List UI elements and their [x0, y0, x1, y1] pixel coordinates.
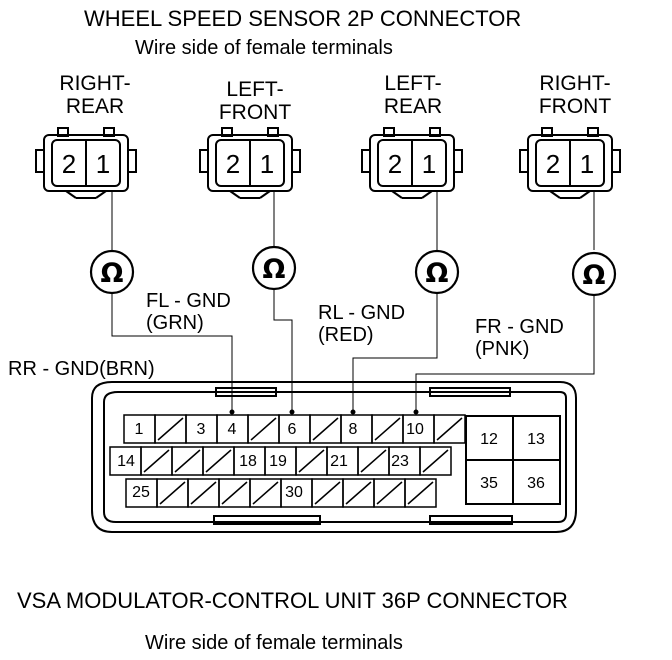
sensor-label-line1: RIGHT-: [539, 72, 611, 95]
modulator-pin: 18: [239, 453, 257, 470]
sensor-label-line2: FRONT: [218, 101, 292, 124]
wire-label-line1: FR - GND: [475, 316, 564, 338]
wire-label-line2: (GRN): [146, 312, 204, 334]
unused-pin-slash: [376, 481, 403, 505]
sensor-label-right-rear: RIGHT- REAR: [40, 72, 150, 118]
unused-pin-slash: [312, 417, 339, 441]
unused-pin-slash: [436, 417, 463, 441]
modulator-pin: 14: [117, 453, 135, 470]
vsa-connector-body: [91, 381, 577, 533]
sensor-label-right-front: RIGHT- FRONT: [515, 72, 635, 118]
sensor-connector-right-front: [519, 127, 621, 199]
pin-cell: [419, 446, 452, 476]
unused-pin-slash: [298, 449, 325, 473]
unused-pin-slash: [314, 481, 341, 505]
wire-label-rr: RR - GND(BRN): [8, 358, 155, 380]
unused-pin-slash: [174, 449, 201, 473]
unused-pin-slash: [422, 449, 449, 473]
wire-label-fr: FR - GND (PNK): [475, 316, 564, 360]
modulator-pin: 35: [480, 475, 498, 492]
unused-pin-slash: [157, 417, 184, 441]
pin-cell: [404, 478, 437, 508]
wire-fr-lower: [415, 296, 595, 412]
sensor-label-line2: REAR: [383, 95, 443, 118]
sensor-label-line1: LEFT-: [384, 72, 442, 95]
sensor-connector-left-front: [199, 127, 301, 199]
sensor-pin-1: 1: [422, 149, 436, 179]
ohmmeter-icon: [414, 249, 460, 295]
wire-label-fl: FL - GND (GRN): [146, 290, 231, 334]
unused-pin-slash: [360, 449, 387, 473]
header-subtitle: Wire side of female terminals: [135, 37, 393, 59]
modulator-pin: 13: [527, 431, 545, 448]
sensor-pin-1: 1: [96, 149, 110, 179]
unused-pin-slash: [250, 417, 277, 441]
footer-subtitle: Wire side of female terminals: [145, 632, 403, 654]
sensor-pin-2: 2: [388, 149, 402, 179]
modulator-pin: 25: [132, 484, 150, 501]
sensor-pin-1: 1: [580, 149, 594, 179]
ohm-symbol: Ω: [263, 254, 286, 285]
wire-label-rl: RL - GND (RED): [318, 302, 405, 346]
modulator-pin: 19: [269, 453, 287, 470]
unused-pin-slash: [374, 417, 401, 441]
sensor-pin-2: 2: [62, 149, 76, 179]
modulator-pin: 23: [391, 453, 409, 470]
probe-point: [413, 409, 419, 415]
probe-point: [229, 409, 235, 415]
probe-point: [350, 409, 356, 415]
unused-pin-slash: [190, 481, 217, 505]
modulator-pin: 12: [480, 431, 498, 448]
sensor-label-left-front: LEFT- FRONT: [200, 78, 310, 124]
modulator-pin: 36: [527, 475, 545, 492]
sensor-connector-right-rear: [35, 127, 137, 199]
unused-pin-slash: [143, 449, 170, 473]
sensor-label-left-rear: LEFT- REAR: [358, 72, 468, 118]
sensor-pin-2: 2: [546, 149, 560, 179]
modulator-pin: 10: [406, 421, 424, 438]
sensor-connector-left-rear: [361, 127, 463, 199]
modulator-pin: 6: [288, 421, 297, 438]
header-title: WHEEL SPEED SENSOR 2P CONNECTOR: [84, 6, 522, 31]
sensor-pin-1: 1: [260, 149, 274, 179]
unused-pin-slash: [407, 481, 434, 505]
sensor-label-line1: RIGHT-: [59, 72, 131, 95]
modulator-pin: 1: [135, 421, 144, 438]
ohm-symbol: Ω: [101, 258, 124, 289]
modulator-pin: 30: [285, 484, 303, 501]
wire-label-line1: RL - GND: [318, 302, 406, 324]
sensor-pin-2: 2: [226, 149, 240, 179]
unused-pin-slash: [345, 481, 372, 505]
modulator-pin: 4: [228, 421, 237, 438]
sensor-label-line2: REAR: [65, 95, 125, 118]
wire-label-line2: (RED): [318, 324, 374, 346]
ohmmeter-icon: [89, 249, 135, 295]
modulator-pin: 8: [349, 421, 358, 438]
modulator-pin: 21: [330, 453, 348, 470]
unused-pin-slash: [252, 481, 279, 505]
wire-fl-lower: [273, 290, 293, 412]
wire-label-line1: FL - GND: [146, 290, 231, 312]
probe-point: [289, 409, 295, 415]
pin-cell: [433, 414, 466, 444]
wire-rl-lower: [352, 294, 438, 412]
sensor-label-line2: FRONT: [538, 95, 612, 118]
ohm-symbol: Ω: [426, 258, 449, 289]
footer-title: VSA MODULATOR-CONTROL UNIT 36P CONNECTOR: [17, 588, 568, 613]
unused-pin-slash: [221, 481, 248, 505]
ohm-symbol: Ω: [583, 260, 606, 291]
wire-rr-lower: [111, 294, 233, 412]
unused-pin-slash: [205, 449, 232, 473]
ohmmeter-icon: [571, 251, 617, 297]
ohmmeter-icon: [251, 245, 297, 291]
modulator-pin: 3: [197, 421, 206, 438]
sensor-label-line1: LEFT-: [226, 78, 284, 101]
unused-pin-slash: [159, 481, 186, 505]
wire-label-line2: (PNK): [475, 338, 530, 360]
